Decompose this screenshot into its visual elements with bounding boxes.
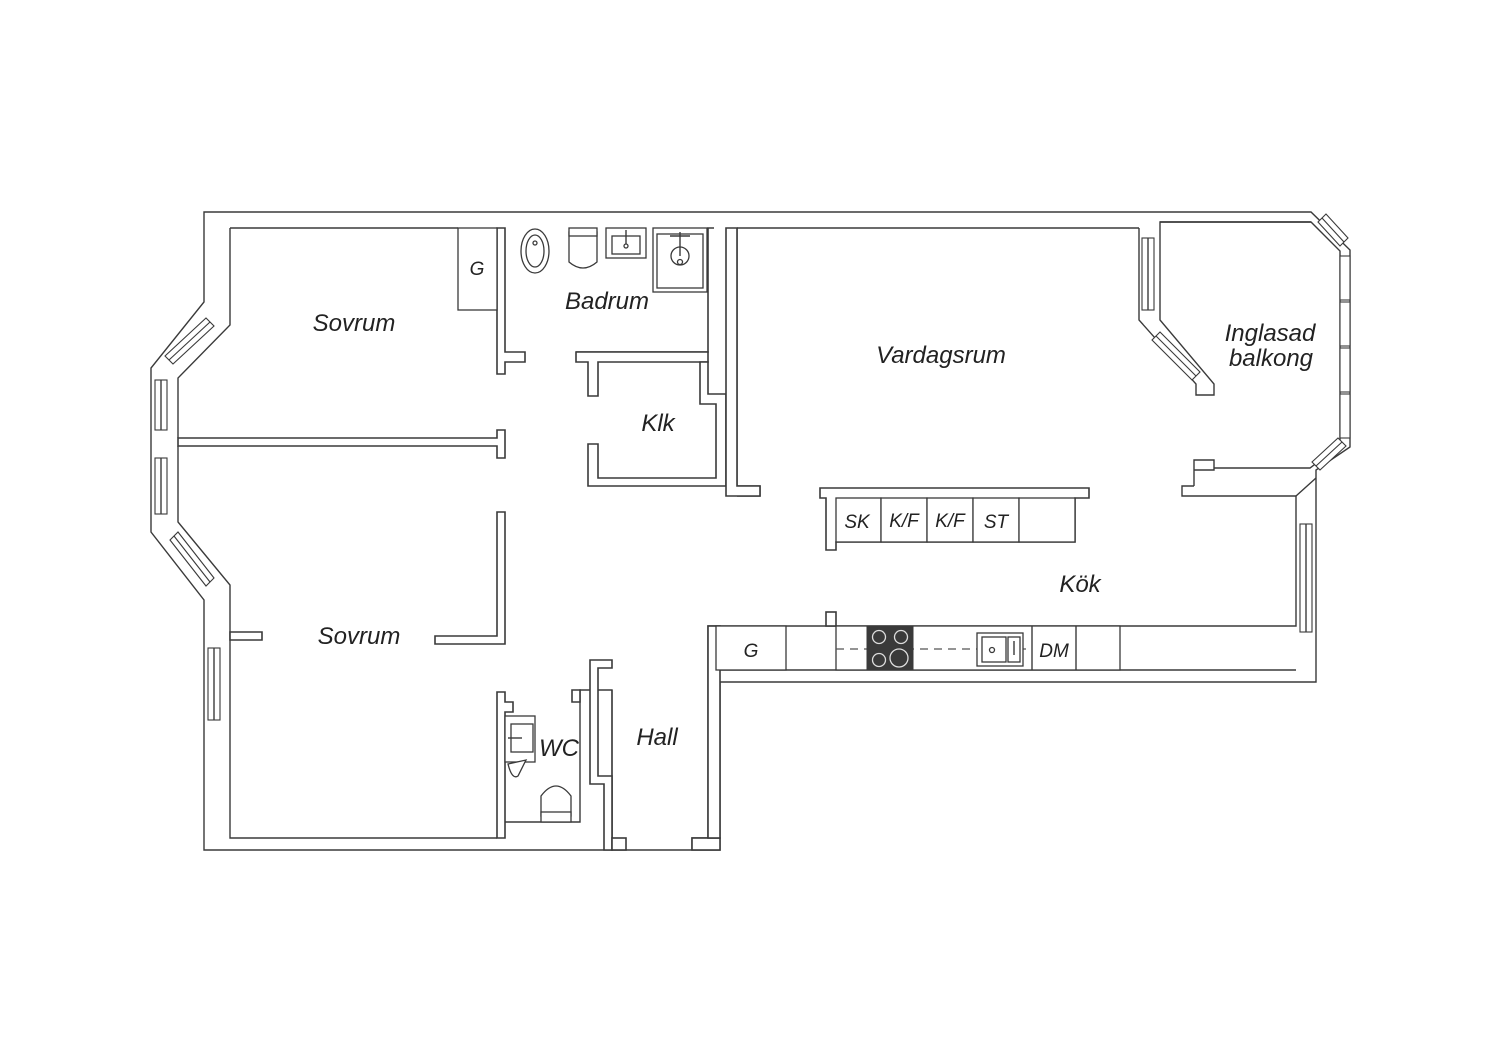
label-balkong-line1: Inglasad — [1225, 320, 1316, 347]
label-st: ST — [984, 512, 1010, 533]
label-klk: Klk — [641, 410, 676, 437]
kitchen-fixtures — [715, 497, 1121, 671]
bathroom-fixtures — [504, 227, 708, 823]
label-kok: Kök — [1059, 571, 1102, 598]
label-dm: DM — [1039, 641, 1069, 662]
wc-sink-icon — [504, 715, 536, 778]
label-wc: WC — [539, 735, 580, 762]
label-kf-2: K/F — [935, 511, 966, 532]
bathtub-sink-icon — [520, 228, 550, 274]
cabinet-labels: G G SK K/F K/F ST DM — [470, 259, 1069, 662]
label-kf-1: K/F — [889, 511, 920, 532]
label-wardrobe-kitchen: G — [744, 641, 759, 662]
label-vardagsrum: Vardagsrum — [876, 342, 1006, 369]
label-sovrum-bottom: Sovrum — [318, 623, 401, 650]
washbasin-icon — [605, 227, 647, 259]
wc-toilet-icon — [540, 785, 572, 823]
label-balkong-line2: balkong — [1229, 345, 1314, 372]
label-sovrum-top: Sovrum — [313, 310, 396, 337]
windows — [154, 213, 1351, 721]
toilet-icon — [568, 227, 598, 269]
label-hall: Hall — [636, 724, 678, 751]
outer-walls — [150, 211, 1351, 851]
label-wardrobe-bedroom: G — [470, 259, 485, 280]
room-labels: Sovrum Sovrum Badrum Klk Vardagsrum Ingl… — [313, 288, 1316, 762]
shower-icon — [652, 227, 708, 293]
label-badrum: Badrum — [565, 288, 649, 315]
hob-icon — [866, 625, 914, 671]
label-sk: SK — [844, 512, 871, 533]
kitchen-sink-icon — [976, 632, 1024, 667]
